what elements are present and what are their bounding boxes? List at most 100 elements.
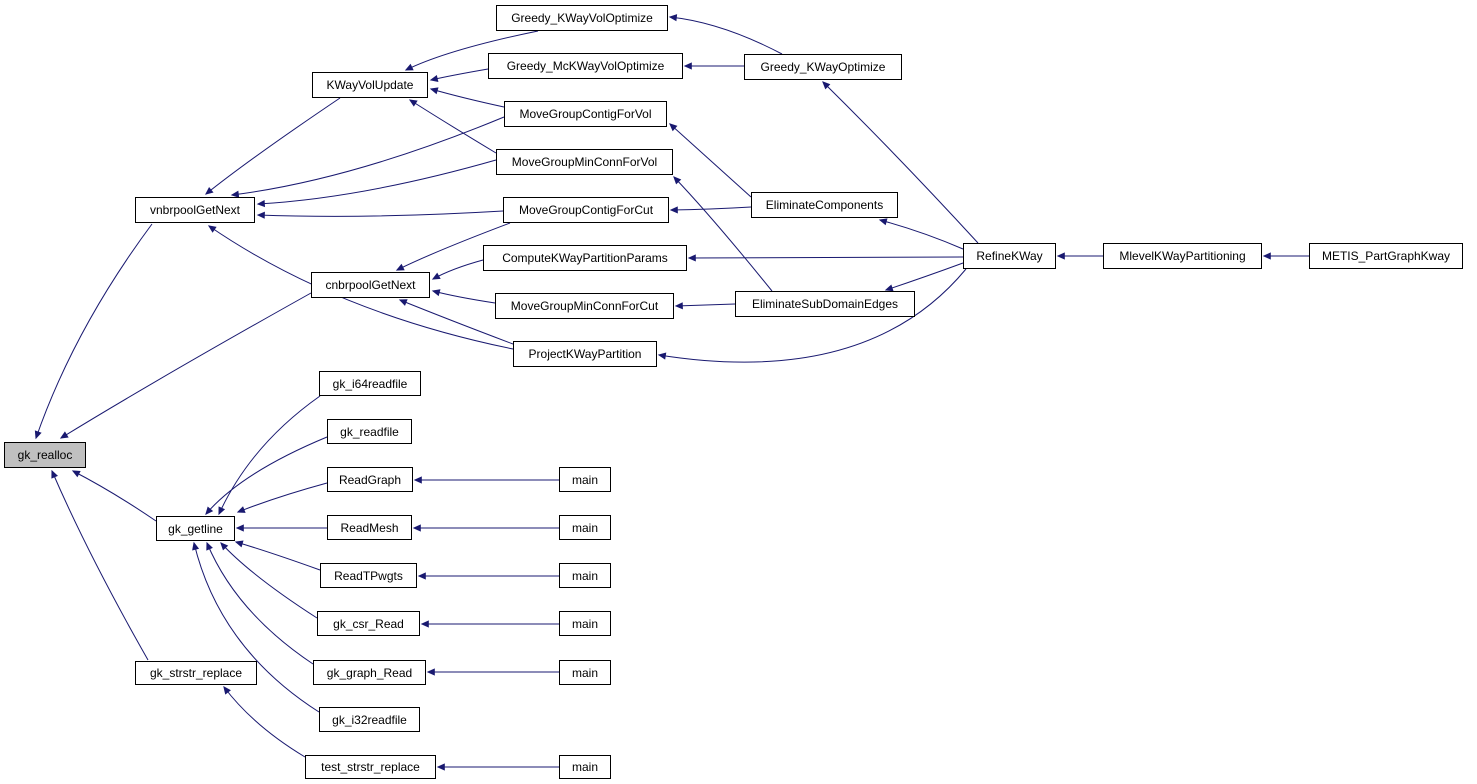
node-label: gk_graph_Read <box>326 665 413 680</box>
node-vnbrpoolGetNext[interactable]: vnbrpoolGetNext <box>135 197 255 223</box>
node-Greedy_KWayVolOptimize[interactable]: Greedy_KWayVolOptimize <box>496 5 668 31</box>
node-label: cnbrpoolGetNext <box>325 278 416 292</box>
node-MoveGroupMinConnForCut[interactable]: MoveGroupMinConnForCut <box>495 293 674 319</box>
node-METIS_PartGraphKway[interactable]: METIS_PartGraphKway <box>1309 243 1463 269</box>
node-KWayVolUpdate[interactable]: KWayVolUpdate <box>312 72 428 98</box>
edge-RefineKWay-to-ComputeKWayPartitionParams <box>687 254 964 262</box>
node-label: MoveGroupContigForVol <box>519 107 652 121</box>
node-label: Greedy_KWayVolOptimize <box>511 11 653 25</box>
node-RefineKWay[interactable]: RefineKWay <box>963 243 1056 269</box>
edge-KWayVolUpdate-to-vnbrpoolGetNext <box>205 97 341 195</box>
node-label: gk_getline <box>168 521 223 536</box>
node-label: main <box>571 520 598 535</box>
edge-gk_csr_Read-to-gk_getline <box>220 542 318 619</box>
edge-ReadTPwgts-to-gk_getline <box>234 540 321 571</box>
node-label: ReadTPwgts <box>334 568 403 583</box>
node-gk_strstr_replace[interactable]: gk_strstr_replace <box>135 661 257 685</box>
node-label: Greedy_KWayOptimize <box>760 60 886 74</box>
node-cnbrpoolGetNext[interactable]: cnbrpoolGetNext <box>311 272 430 298</box>
node-label: MlevelKWayPartitioning <box>1119 249 1246 263</box>
node-label: MoveGroupMinConnForVol <box>511 155 658 169</box>
node-label: gk_i64readfile <box>332 376 408 391</box>
node-label: gk_readfile <box>340 424 399 439</box>
node-label: EliminateComponents <box>765 198 884 212</box>
node-main-teststrstr[interactable]: main <box>559 755 611 779</box>
node-ReadTPwgts[interactable]: ReadTPwgts <box>320 563 417 588</box>
edge-gk_getline-to-gk_realloc <box>71 470 157 522</box>
node-Greedy_McKWayVolOptimize[interactable]: Greedy_McKWayVolOptimize <box>488 53 683 79</box>
node-label: RefineKWay <box>976 249 1043 263</box>
node-ProjectKWayPartition[interactable]: ProjectKWayPartition <box>513 341 657 367</box>
node-MoveGroupContigForCut[interactable]: MoveGroupContigForCut <box>503 197 669 223</box>
node-EliminateComponents[interactable]: EliminateComponents <box>751 192 898 218</box>
node-ComputeKWayPartitionParams[interactable]: ComputeKWayPartitionParams <box>483 245 687 271</box>
edge-gk_i64readfile-to-gk_getline <box>218 395 321 516</box>
node-label: main <box>571 568 598 583</box>
edge-Greedy_KWayOptimize-to-Greedy_KWayVolOptimize <box>668 14 783 55</box>
node-label: ProjectKWayPartition <box>528 347 642 361</box>
node-ReadMesh[interactable]: ReadMesh <box>327 515 412 540</box>
edge-gk_strstr_replace-to-gk_realloc <box>51 469 149 661</box>
node-MoveGroupMinConnForVol[interactable]: MoveGroupMinConnForVol <box>496 149 673 175</box>
node-label: main <box>571 665 598 680</box>
edge-test_strstr_replace-to-gk_strstr_replace <box>223 685 306 758</box>
edge-RefineKWay-to-EliminateComponents <box>878 218 964 250</box>
node-label: MoveGroupContigForCut <box>518 203 654 217</box>
edge-RefineKWay-to-Greedy_KWayOptimize <box>822 81 979 244</box>
edge-cnbrpoolGetNext-to-gk_realloc <box>59 292 312 439</box>
node-gk_i64readfile[interactable]: gk_i64readfile <box>319 371 421 396</box>
node-Greedy_KWayOptimize[interactable]: Greedy_KWayOptimize <box>744 54 902 80</box>
node-gk_readfile[interactable]: gk_readfile <box>327 419 412 444</box>
edge-vnbrpoolGetNext-to-gk_realloc <box>34 223 153 440</box>
node-ReadGraph[interactable]: ReadGraph <box>327 467 413 492</box>
node-label: gk_realloc <box>17 448 73 462</box>
node-label: gk_strstr_replace <box>149 666 243 680</box>
node-label: gk_i32readfile <box>332 712 407 727</box>
edge-MoveGroupMinConnForCut-to-cnbrpoolGetNext <box>431 289 496 304</box>
edge-ComputeKWayPartitionParams-to-cnbrpoolGetNext <box>431 259 484 280</box>
node-label: Greedy_McKWayVolOptimize <box>506 59 665 73</box>
node-main-gkgraphread[interactable]: main <box>559 660 611 685</box>
node-label: EliminateSubDomainEdges <box>751 297 899 311</box>
node-main-readmesh[interactable]: main <box>559 515 611 540</box>
node-label: METIS_PartGraphKway <box>1321 249 1451 263</box>
node-label: MoveGroupMinConnForCut <box>510 299 659 313</box>
edge-EliminateComponents-to-MoveGroupContigForCut <box>669 206 752 214</box>
node-gk_graph_Read[interactable]: gk_graph_Read <box>313 660 426 685</box>
node-label: test_strstr_replace <box>321 760 420 774</box>
node-MoveGroupContigForVol[interactable]: MoveGroupContigForVol <box>504 101 667 127</box>
edge-MoveGroupContigForVol-to-KWayVolUpdate <box>429 87 505 108</box>
edge-Greedy_McKWayVolOptimize-to-KWayVolUpdate <box>429 68 489 82</box>
node-gk_i32readfile[interactable]: gk_i32readfile <box>319 707 420 732</box>
node-main-readtpwgts[interactable]: main <box>559 563 611 588</box>
node-gk_csr_Read[interactable]: gk_csr_Read <box>317 611 420 636</box>
node-label: main <box>571 760 598 774</box>
node-label: vnbrpoolGetNext <box>149 203 241 217</box>
edge-ReadGraph-to-gk_getline <box>236 482 328 513</box>
node-main-gkcsrread[interactable]: main <box>559 611 611 636</box>
node-label: ComputeKWayPartitionParams <box>502 251 668 265</box>
edge-EliminateComponents-to-MoveGroupContigForVol <box>669 123 752 198</box>
node-label: ReadMesh <box>340 520 399 535</box>
edge-gk_graph_Read-to-gk_getline <box>206 541 314 665</box>
node-MlevelKWayPartitioning[interactable]: MlevelKWayPartitioning <box>1103 243 1262 269</box>
node-label: main <box>571 472 598 487</box>
edge-gk_readfile-to-gk_getline <box>205 436 328 515</box>
edge-MoveGroupContigForVol-to-vnbrpoolGetNext <box>230 116 505 198</box>
node-EliminateSubDomainEdges[interactable]: EliminateSubDomainEdges <box>735 291 915 317</box>
node-label: KWayVolUpdate <box>326 78 414 92</box>
edge-MoveGroupContigForCut-to-vnbrpoolGetNext <box>256 210 504 219</box>
node-label: main <box>571 616 598 631</box>
edge-EliminateSubDomainEdges-to-MoveGroupMinConnForCut <box>674 302 736 310</box>
node-test_strstr_replace[interactable]: test_strstr_replace <box>305 755 436 779</box>
edge-group <box>34 14 1309 771</box>
node-gk_getline[interactable]: gk_getline <box>156 516 235 541</box>
node-label: ReadGraph <box>338 472 402 487</box>
node-label: gk_csr_Read <box>333 616 404 631</box>
edge-RefineKWay-to-EliminateSubDomainEdges <box>884 262 964 292</box>
node-gk_realloc: gk_realloc <box>4 442 86 468</box>
edge-MoveGroupMinConnForVol-to-vnbrpoolGetNext <box>256 159 497 208</box>
edge-gk_i32readfile-to-gk_getline <box>192 541 320 713</box>
node-main-readgraph[interactable]: main <box>559 467 611 492</box>
